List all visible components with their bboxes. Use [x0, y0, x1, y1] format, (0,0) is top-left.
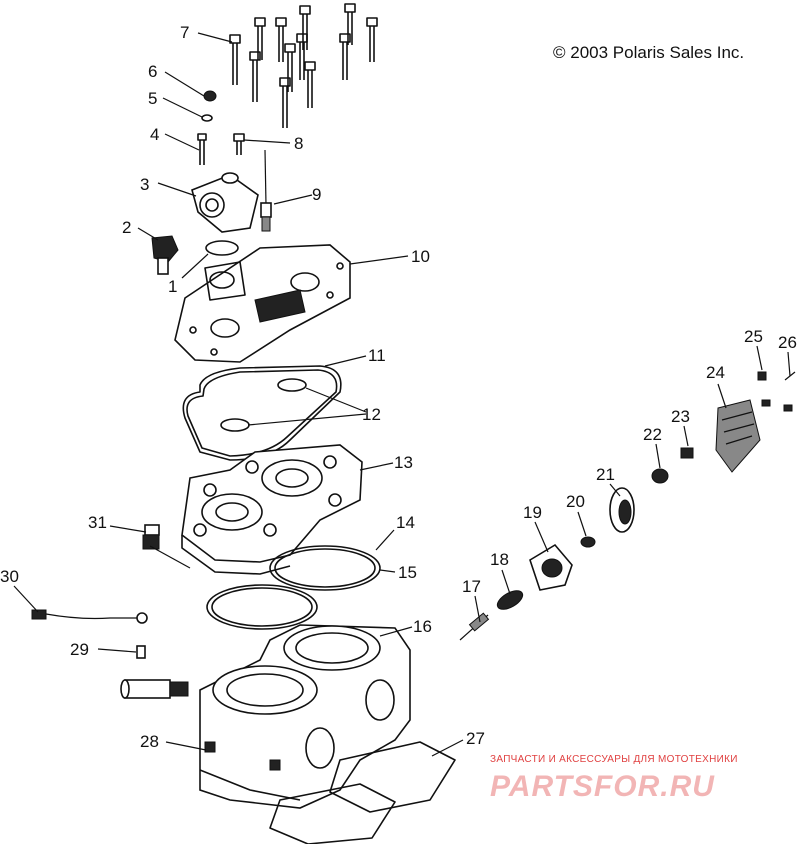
- callout-30: 30: [0, 567, 19, 586]
- callout-24: 24: [706, 363, 725, 382]
- callout-31: 31: [88, 513, 107, 532]
- thermostat: [151, 235, 179, 275]
- fitting: [142, 524, 160, 550]
- o-ring: [205, 240, 239, 256]
- pump-bolt: [459, 612, 490, 641]
- callout-29: 29: [70, 640, 89, 659]
- leader-lines: [13, 32, 791, 757]
- callout-18: 18: [490, 550, 509, 569]
- callout-23: 23: [671, 407, 690, 426]
- callout-21: 21: [596, 465, 615, 484]
- callout-14: 14: [396, 513, 415, 532]
- watermark: ЗАПЧАСТИ И АКСЕССУАРЫ ДЛЯ МОТОТЕХНИКИ PA…: [490, 754, 738, 803]
- spring: [680, 447, 694, 459]
- impeller: [609, 487, 635, 533]
- head-cover: [174, 244, 351, 363]
- pump-cover: [529, 543, 573, 591]
- head-gasket: [182, 365, 342, 461]
- washer: [201, 114, 213, 122]
- sleeve: [120, 679, 189, 699]
- pump-housing: [715, 399, 761, 473]
- callout-16: 16: [413, 617, 432, 636]
- callout-12: 12: [362, 405, 381, 424]
- callout-3: 3: [140, 175, 149, 194]
- callout-11: 11: [368, 346, 386, 365]
- callout-8: 8: [294, 134, 303, 153]
- head-bolts: [229, 3, 378, 128]
- callout-28: 28: [140, 732, 159, 751]
- screws: [757, 371, 796, 412]
- temperature-sensor: [260, 149, 272, 232]
- callout-6: 6: [148, 62, 157, 81]
- seal: [580, 536, 596, 548]
- callout-labels: 7 6 5 4 8 3 9 2 1 10 11 12 13 31 14 15 1…: [0, 23, 797, 751]
- callout-19: 19: [523, 503, 542, 522]
- copyright-text: © 2003 Polaris Sales Inc.: [553, 43, 744, 62]
- thermostat-housing: [191, 172, 259, 233]
- callout-25: 25: [744, 327, 763, 346]
- cylinder-gasket-lower: [206, 584, 318, 630]
- callout-26: 26: [778, 333, 797, 352]
- callout-7: 7: [180, 23, 189, 42]
- stud: [197, 133, 207, 165]
- base-gasket: [269, 741, 456, 844]
- callout-22: 22: [643, 425, 662, 444]
- callout-1: 1: [168, 277, 177, 296]
- short-bolt: [233, 133, 245, 155]
- callout-10: 10: [411, 247, 430, 266]
- callout-27: 27: [466, 729, 485, 748]
- callout-5: 5: [148, 89, 157, 108]
- nut: [203, 90, 217, 102]
- callout-17: 17: [462, 577, 481, 596]
- callout-13: 13: [394, 453, 413, 472]
- pin: [136, 645, 146, 659]
- watermark-logo: PARTSFOR.RU: [490, 770, 715, 803]
- watermark-tagline: ЗАПЧАСТИ И АКСЕССУАРЫ ДЛЯ МОТОТЕХНИКИ: [490, 754, 738, 765]
- cylinder-block: [199, 624, 411, 809]
- callout-2: 2: [122, 218, 131, 237]
- callout-15: 15: [398, 563, 417, 582]
- cylinder-gasket-upper: [269, 545, 381, 591]
- bearing: [651, 468, 669, 484]
- pump-gasket: [496, 590, 524, 610]
- cylinder-head: [181, 444, 363, 575]
- callout-9: 9: [312, 185, 321, 204]
- callout-20: 20: [566, 492, 585, 511]
- sensor-wire: [31, 609, 148, 624]
- callout-4: 4: [150, 125, 159, 144]
